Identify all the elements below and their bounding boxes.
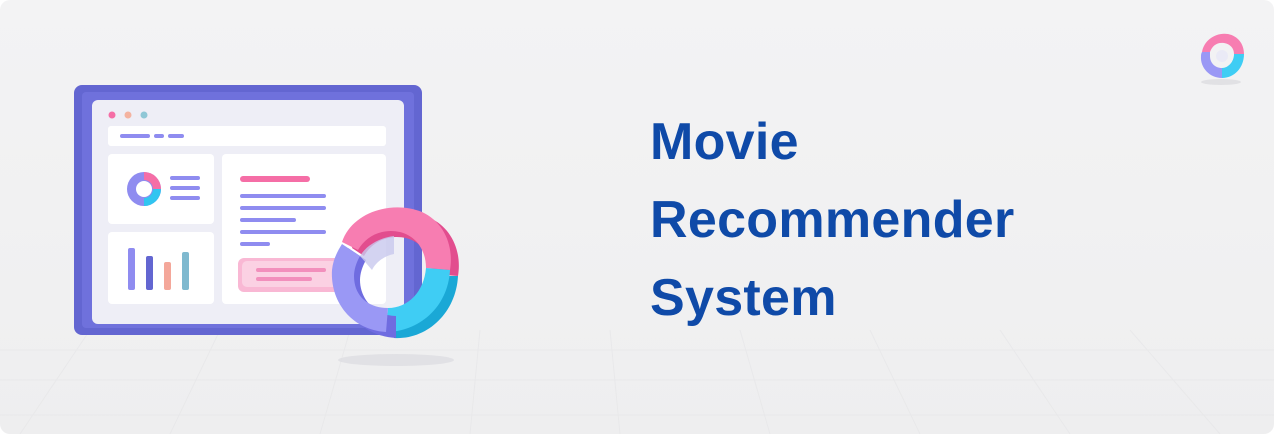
- window-dot-orange-icon: [124, 111, 132, 119]
- dashboard-monitor-illustration: [74, 85, 459, 366]
- window-dot-red-icon: [108, 111, 116, 119]
- title-line-3: System: [650, 269, 837, 327]
- floor-grid-decoration: [0, 330, 1274, 434]
- window-dot-teal-icon: [140, 111, 148, 119]
- donut-chart-3d-icon: [331, 207, 459, 366]
- page-title: Movie Recommender System: [650, 103, 1015, 337]
- mini-bar: [128, 248, 135, 290]
- address-bar: [108, 126, 386, 146]
- bar-chart-card: [108, 232, 214, 304]
- mini-bar: [146, 256, 153, 290]
- title-line-1: Movie: [650, 113, 799, 171]
- mini-bar: [182, 252, 189, 290]
- title-line-2: Recommender: [650, 191, 1015, 249]
- donut-logo-icon: [1200, 33, 1244, 85]
- mini-bar: [164, 262, 171, 290]
